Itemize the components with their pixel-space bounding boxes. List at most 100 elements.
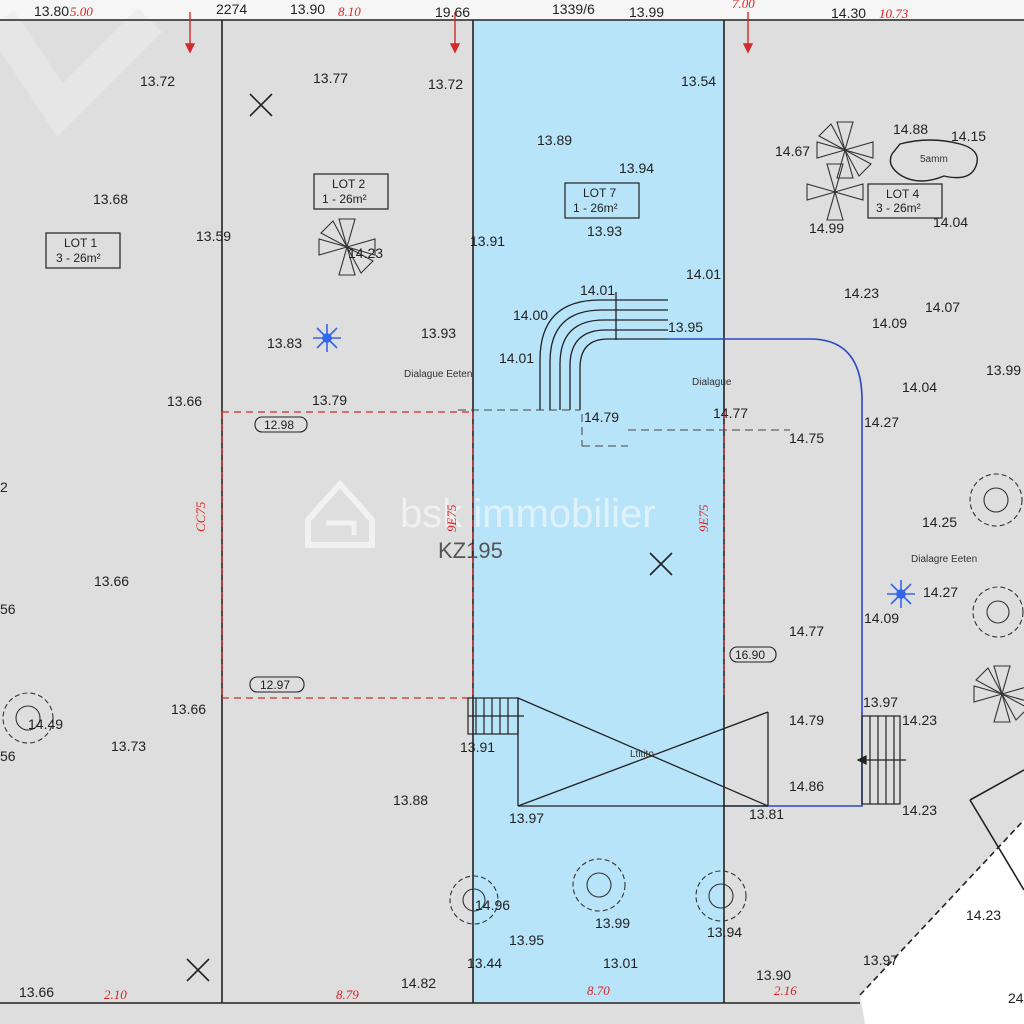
lot-1-box[interactable]: LOT 1 3 - 26m² — [45, 232, 121, 269]
svg-text:13.90: 13.90 — [290, 1, 325, 17]
highlighted-lot[interactable] — [473, 20, 724, 1002]
elevation-value: 13.97 — [863, 694, 898, 710]
elevation-value: 13.93 — [587, 223, 622, 239]
level-marker: 12.97 — [249, 676, 305, 693]
lot-2-area: 1 - 26m² — [322, 192, 367, 206]
elevation-value: 13.66 — [94, 573, 129, 589]
elevation-value: 13.77 — [313, 70, 348, 86]
svg-text:14.30: 14.30 — [831, 5, 866, 21]
lot-4-box[interactable]: LOT 4 3 - 26m² — [867, 183, 943, 219]
palm-tree-icon — [816, 121, 874, 179]
lot-2-box[interactable]: LOT 2 1 - 26m² — [313, 173, 389, 210]
neighbour-white-area — [860, 820, 1024, 1024]
elevation-value: 14.67 — [775, 143, 810, 159]
elevation-value: 13.79 — [312, 392, 347, 408]
elevation-value: 14.00 — [513, 307, 548, 323]
elevation-value: 13.95 — [668, 319, 703, 335]
elevation-value: 13.94 — [619, 160, 654, 176]
elevation-value: 13.99 — [986, 362, 1021, 378]
elevation-value: 14.23 — [966, 907, 1001, 923]
lot-1-title: LOT 1 — [64, 236, 97, 250]
svg-text:8.70: 8.70 — [587, 983, 610, 998]
elevation-value: 2 — [0, 479, 8, 495]
elevation-value: 14.86 — [789, 778, 824, 794]
svg-text:9E75: 9E75 — [444, 504, 459, 532]
elevation-value: 14.04 — [902, 379, 937, 395]
level-marker: 16.90 — [729, 646, 777, 663]
elevation-value: 24 — [1008, 990, 1024, 1006]
elevation-value: 14.77 — [789, 623, 824, 639]
shrub-icon — [2, 473, 1024, 925]
svg-text:16.90: 16.90 — [735, 648, 765, 662]
elevation-value: 13.97 — [509, 810, 544, 826]
parcel-reference: KZ195 — [438, 538, 503, 563]
red-dimensions: 2.10 8.79 8.70 2.16 CC75 9E75 9E75 — [104, 501, 797, 1002]
elevation-value: 14.09 — [864, 610, 899, 626]
elevation-value: 14.88 — [893, 121, 928, 137]
pool-label: 5amm — [920, 154, 948, 165]
elevation-value: 13.99 — [595, 915, 630, 931]
elevation-value: 13.66 — [19, 984, 54, 1000]
boundary-arrows — [184, 12, 754, 54]
elevation-value: 14.15 — [951, 128, 986, 144]
elevation-value: 13.59 — [196, 228, 231, 244]
elevation-value: 13.68 — [93, 191, 128, 207]
lot-4-area: 3 - 26m² — [876, 201, 921, 215]
elevation-value: 14.49 — [28, 716, 63, 732]
lot-7-title: LOT 7 — [583, 186, 616, 200]
lot-7-box[interactable]: LOT 7 1 - 26m² — [564, 182, 640, 219]
svg-text:12.97: 12.97 — [260, 678, 290, 692]
driveway-outline — [668, 338, 863, 807]
flower-plant-icon — [313, 324, 915, 608]
elevation-value: 14.27 — [864, 414, 899, 430]
elevation-value: 14.23 — [902, 712, 937, 728]
elevation-value: 13.94 — [707, 924, 742, 940]
garage-label: Ltitito — [630, 749, 654, 760]
svg-text:12.98: 12.98 — [264, 418, 294, 432]
elevation-value: 14.23 — [844, 285, 879, 301]
svg-text:10.73: 10.73 — [879, 6, 909, 21]
top-strip — [0, 0, 1024, 20]
annotation-label: Dialague Eeten — [404, 369, 472, 380]
lot-4-title: LOT 4 — [886, 187, 919, 201]
elevation-value: 13.97 — [863, 952, 898, 968]
stairs-left — [467, 697, 524, 735]
elevation-value: 14.99 — [809, 220, 844, 236]
elevation-value: 14.75 — [789, 430, 824, 446]
svg-text:19.66: 19.66 — [435, 4, 470, 20]
svg-text:7.00: 7.00 — [732, 0, 755, 11]
elevation-value: 13.91 — [460, 739, 495, 755]
elevation-value: 14.79 — [789, 712, 824, 728]
curved-ramp — [539, 292, 668, 410]
svg-text:8.79: 8.79 — [336, 987, 359, 1002]
elevation-value: 14.09 — [872, 315, 907, 331]
svg-text:8.10: 8.10 — [338, 4, 361, 19]
elevation-value: 14.96 — [475, 897, 510, 913]
elevation-value: 14.82 — [401, 975, 436, 991]
elevation-value: 14.01 — [499, 350, 534, 366]
svg-text:13.99: 13.99 — [629, 4, 664, 20]
elevation-value: 13.83 — [267, 335, 302, 351]
elevation-value: 14.27 — [923, 584, 958, 600]
svg-text:2.10: 2.10 — [104, 987, 127, 1002]
elevation-value: 13.89 — [537, 132, 572, 148]
elevation-value: 56 — [0, 601, 16, 617]
elevation-value: 13.88 — [393, 792, 428, 808]
palm-tree-icon — [318, 218, 376, 276]
garage-structure — [517, 697, 769, 807]
lot-1-area: 3 - 26m² — [56, 251, 101, 265]
elevation-value: 13.73 — [111, 738, 146, 754]
elevation-value: 13.90 — [756, 967, 791, 983]
watermark-text: bsk immobilier — [400, 492, 656, 536]
elevation-value: 13.66 — [167, 393, 202, 409]
svg-text:13.80: 13.80 — [34, 3, 69, 19]
annotation-label: Dialagre Eeten — [911, 554, 977, 565]
elevation-value: 13.72 — [140, 73, 175, 89]
elevation-value: 14.01 — [686, 266, 721, 282]
stairs-right — [856, 715, 906, 805]
elevation-value: 13.72 — [428, 76, 463, 92]
elevation-value: 13.95 — [509, 932, 544, 948]
elevation-value: 14.07 — [925, 299, 960, 315]
